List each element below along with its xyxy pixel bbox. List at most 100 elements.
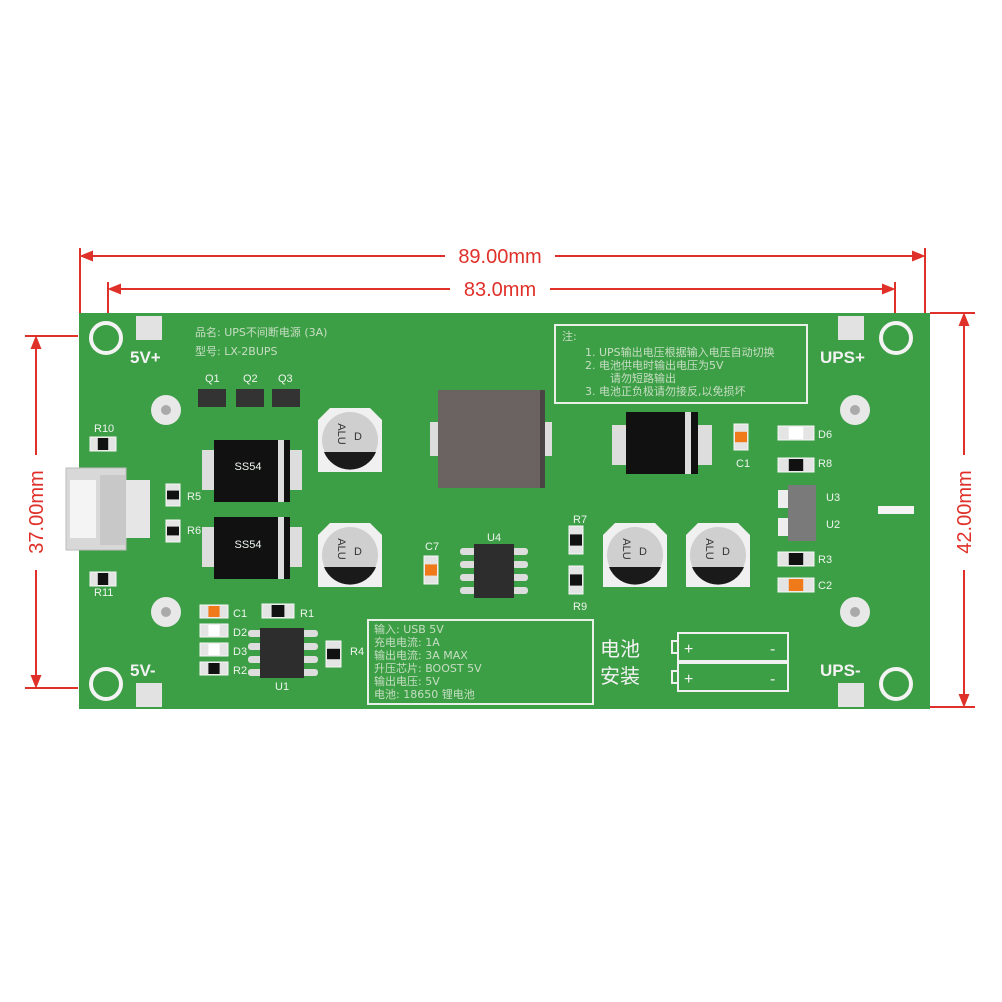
ref-c2: C2: [818, 580, 832, 592]
dimension-label-hole-height: 37.00mm: [26, 470, 48, 553]
note-line: 请勿短路输出: [610, 371, 676, 385]
cap-marking: ALU: [620, 538, 632, 559]
transistors: [198, 389, 300, 407]
cap-marking: ALU: [703, 538, 715, 559]
terminal-pads: [136, 316, 914, 707]
battery-minus: -: [770, 641, 775, 658]
dimension-width-83: [107, 282, 896, 313]
ref-r1: R1: [300, 608, 314, 620]
ref-q2: Q2: [243, 373, 258, 385]
ref-u2: U2: [826, 519, 840, 531]
ref-r6: R6: [187, 525, 201, 537]
spec-box: [367, 619, 594, 705]
schottky-diode-d3: [612, 412, 712, 474]
notes-title: 注:: [562, 329, 577, 343]
battery-label: 安装: [600, 665, 640, 688]
ref-u3: U3: [826, 492, 840, 504]
spec-line: 输出电压: 5V: [374, 674, 440, 688]
smd-component: [199, 604, 229, 619]
dimension-label-width: 89.00mm: [458, 246, 541, 268]
smd-component: [199, 642, 229, 657]
smd-component: [325, 640, 342, 668]
cap-marking: ALU: [335, 538, 347, 559]
electrolytic-capacitors: ALU D ALU D ALU D ALU D: [318, 408, 750, 587]
note-line: 1. UPS输出电压根据输入电压自动切换: [585, 345, 775, 359]
ref-r10: R10: [94, 423, 114, 435]
terminal-5v-plus: 5V+: [130, 348, 161, 367]
smd-component: [89, 436, 117, 452]
ref-r3: R3: [818, 554, 832, 566]
micro-usb-connector[interactable]: [65, 467, 150, 551]
diode-marking: SS54: [235, 539, 262, 551]
ref-r8: R8: [818, 458, 832, 470]
ref-r7: R7: [573, 514, 587, 526]
smd-component: [199, 623, 229, 638]
schottky-diode-d2: [202, 517, 302, 579]
ref-d2: D2: [233, 627, 247, 639]
smd-component: [777, 425, 815, 441]
dimension-height-42: [930, 312, 975, 708]
notes-box: [554, 324, 808, 404]
smd-component: [165, 483, 181, 507]
ic-u4: [460, 544, 528, 598]
battery-plus: +: [684, 641, 693, 658]
smd-component: [777, 577, 815, 593]
terminal-ups-plus: UPS+: [820, 348, 865, 367]
battery-symbol: [671, 632, 789, 692]
ref-r4: R4: [350, 646, 364, 658]
battery-minus: -: [770, 671, 775, 688]
mounting-holes: [89, 321, 913, 701]
note-line: 2. 电池供电时输出电压为5V: [585, 358, 724, 372]
dimension-height-37: [25, 335, 78, 689]
dimension-width-89: [79, 248, 926, 313]
terminal-ups-minus: UPS-: [820, 661, 861, 680]
electrolytic-capacitor: ALU D: [603, 523, 667, 587]
spec-line: 输出电流: 3A MAX: [374, 648, 468, 662]
smd-component: [199, 661, 229, 676]
ic-u1: [248, 628, 318, 678]
spec-line: 升压芯片: BOOST 5V: [374, 661, 482, 675]
product-model: 型号: LX-2BUPS: [195, 344, 278, 358]
cap-marking: D: [354, 546, 362, 558]
cap-marking: D: [639, 546, 647, 558]
ref-r9: R9: [573, 601, 587, 613]
smd-component: [777, 457, 815, 473]
screw-standoffs: [151, 395, 870, 627]
ref-u1: U1: [275, 681, 289, 693]
cap-marking: D: [722, 546, 730, 558]
electrolytic-capacitor: ALU D: [318, 523, 382, 587]
smd-component: [568, 525, 584, 555]
power-inductor: [430, 390, 552, 488]
electrolytic-capacitor: ALU D: [686, 523, 750, 587]
spec-line: 充电电流: 1A: [374, 635, 440, 649]
schottky-diode-d1: [202, 440, 302, 502]
ref-d6: D6: [818, 429, 832, 441]
electrolytic-capacitor: ALU D: [318, 408, 382, 472]
ref-r5: R5: [187, 491, 201, 503]
cap-marking: ALU: [335, 423, 347, 444]
dimension-label-height: 42.00mm: [954, 470, 976, 553]
ref-r11: R11: [94, 587, 113, 599]
ref-c1: C1: [233, 608, 247, 620]
ref-r2: R2: [233, 665, 247, 677]
smd-component: [568, 565, 584, 595]
cap-marking: D: [354, 431, 362, 443]
diode-marking: SS54: [235, 461, 262, 473]
note-line: 3. 电池正负极请勿接反,以免损坏: [585, 384, 746, 398]
smd-component: [261, 603, 295, 619]
smd-component: [423, 555, 439, 585]
spec-line: 电池: 18650 锂电池: [374, 687, 475, 701]
terminal-5v-minus: 5V-: [130, 661, 156, 680]
smd-component: [165, 519, 181, 543]
smd-component: [89, 571, 117, 587]
ref-c7: C7: [425, 541, 439, 553]
smd-component: [777, 551, 815, 567]
ref-u4: U4: [487, 532, 501, 544]
smd-component: [733, 423, 749, 451]
spec-line: 输入: USB 5V: [374, 622, 444, 636]
regulators-u2-u3: [778, 485, 816, 541]
smd-passives: [89, 423, 815, 676]
ref-d3: D3: [233, 646, 247, 658]
product-name: 品名: UPS不间断电源 (3A): [195, 325, 327, 339]
